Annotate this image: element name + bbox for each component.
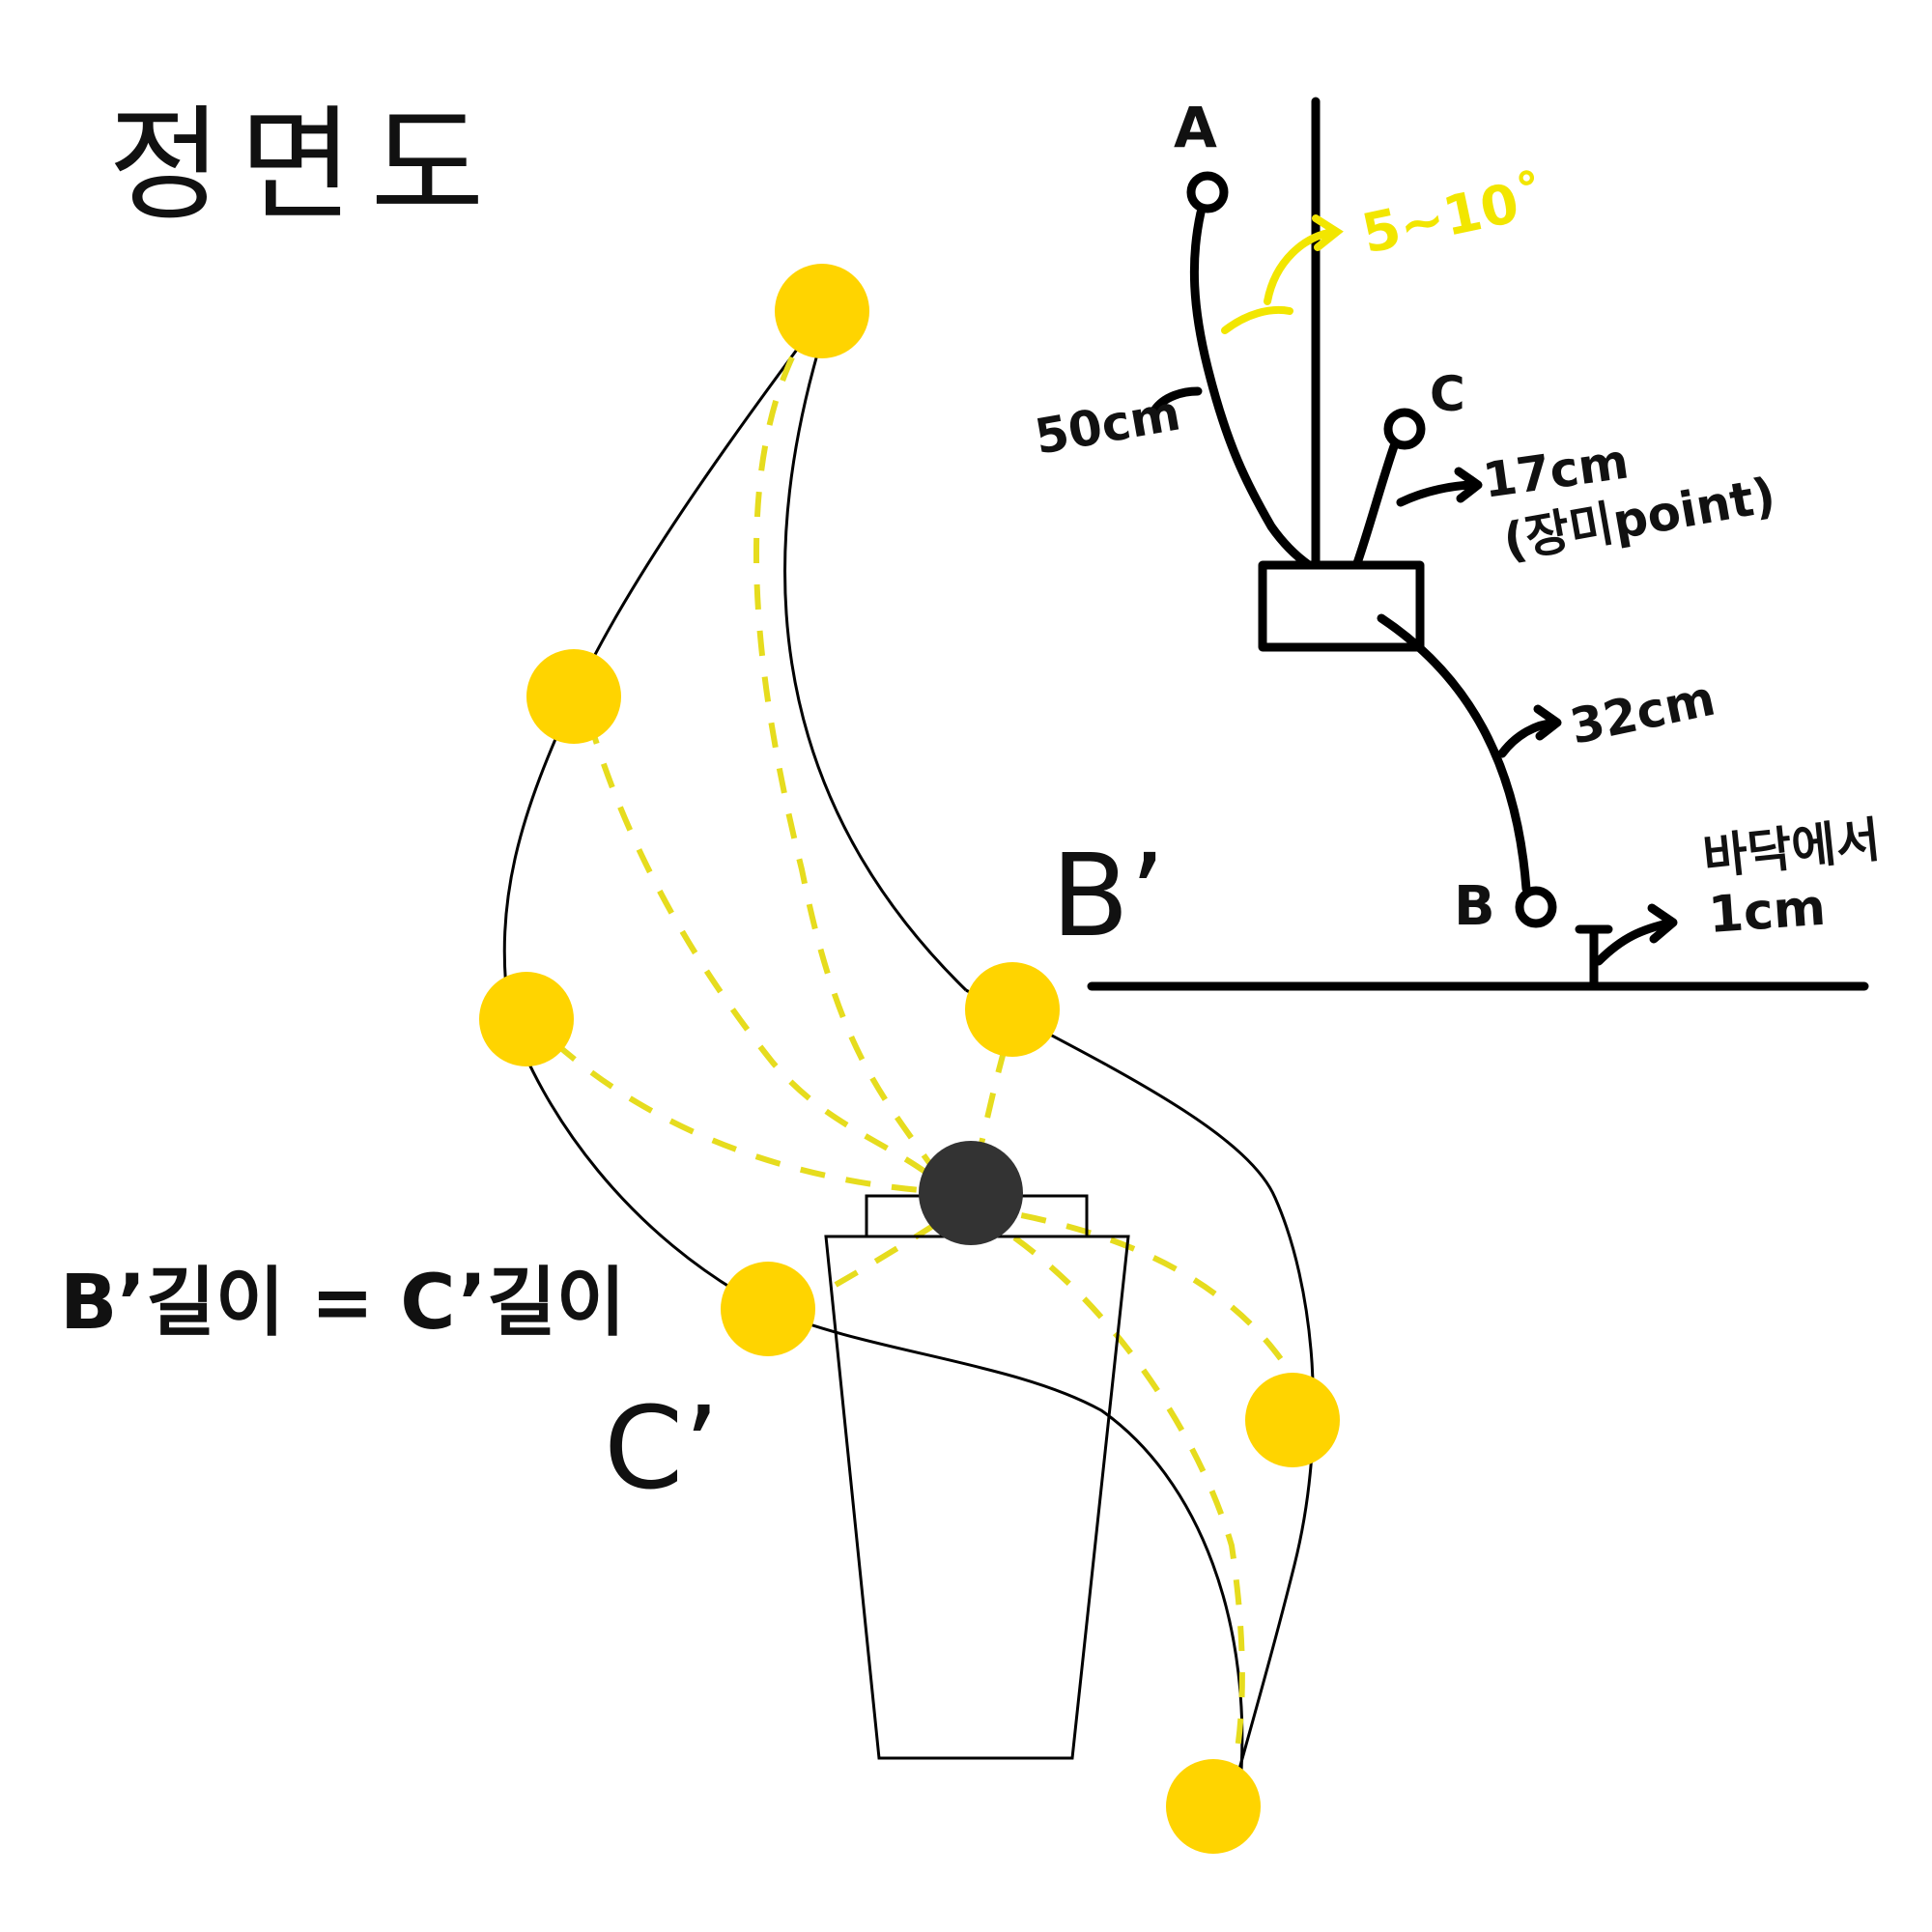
label-angle: 5~10˚	[1356, 166, 1550, 266]
label-c-prime: C’	[604, 1381, 720, 1515]
arrow-floor-head	[1647, 903, 1678, 944]
point-b-node	[1515, 886, 1557, 928]
angle-arc	[1221, 305, 1293, 334]
label-floor-note-1: 바닥에서	[1700, 811, 1883, 886]
flower-left	[479, 972, 574, 1066]
flower-upper-left	[526, 649, 621, 744]
label-len-a: 50cm	[1031, 384, 1184, 465]
stem-c	[1352, 441, 1399, 568]
label-len-b: 32cm	[1565, 670, 1719, 755]
flower-lower-left	[721, 1262, 815, 1356]
label-point-a: A	[1174, 95, 1217, 160]
stem-b	[1377, 613, 1531, 894]
page-title: 정면도	[108, 94, 501, 238]
label-floor-note-2: 1cm	[1707, 879, 1828, 945]
arrow-17cm-head	[1454, 467, 1483, 503]
point-c-node	[1383, 408, 1426, 450]
dash-upper-left	[586, 719, 949, 1191]
flowers	[479, 264, 1340, 1854]
flower-bottom	[1166, 1759, 1261, 1854]
dash-right	[975, 1205, 1293, 1374]
center-focus-point	[919, 1141, 1023, 1245]
arrow-50cm	[1150, 386, 1203, 415]
dash-lower-left	[834, 1205, 963, 1288]
label-point-c: C	[1430, 366, 1465, 422]
dashed-guides	[554, 355, 1293, 1793]
flower-right	[1245, 1373, 1340, 1467]
stem-right-outer	[965, 988, 1316, 1798]
arrow-32cm-head	[1533, 704, 1562, 741]
flower-top	[775, 264, 869, 358]
stem-lines	[502, 342, 1316, 1798]
arrow-floor	[1594, 918, 1676, 966]
stem-cross	[767, 1307, 1244, 1798]
dash-left	[554, 1040, 967, 1196]
label-equation: B’길이 = C’길이	[60, 1260, 626, 1347]
dash-right-upper	[968, 1047, 1008, 1191]
point-a-node	[1186, 171, 1229, 213]
stem-top-left	[573, 342, 804, 696]
flower-pot	[824, 1194, 1130, 1760]
arrow-17cm	[1396, 480, 1481, 507]
pot-body	[824, 1235, 1130, 1760]
base-block	[1258, 560, 1425, 652]
angle-arrow	[1264, 228, 1337, 305]
label-b-prime: B’	[1051, 829, 1165, 962]
flower-right-upper	[965, 962, 1060, 1057]
stem-a	[1189, 208, 1314, 570]
dash-top	[753, 355, 950, 1190]
label-point-b: B	[1454, 875, 1495, 938]
stem-top-inner	[783, 347, 968, 992]
angle-arrow-head	[1312, 214, 1344, 251]
dash-bottom	[974, 1209, 1245, 1793]
